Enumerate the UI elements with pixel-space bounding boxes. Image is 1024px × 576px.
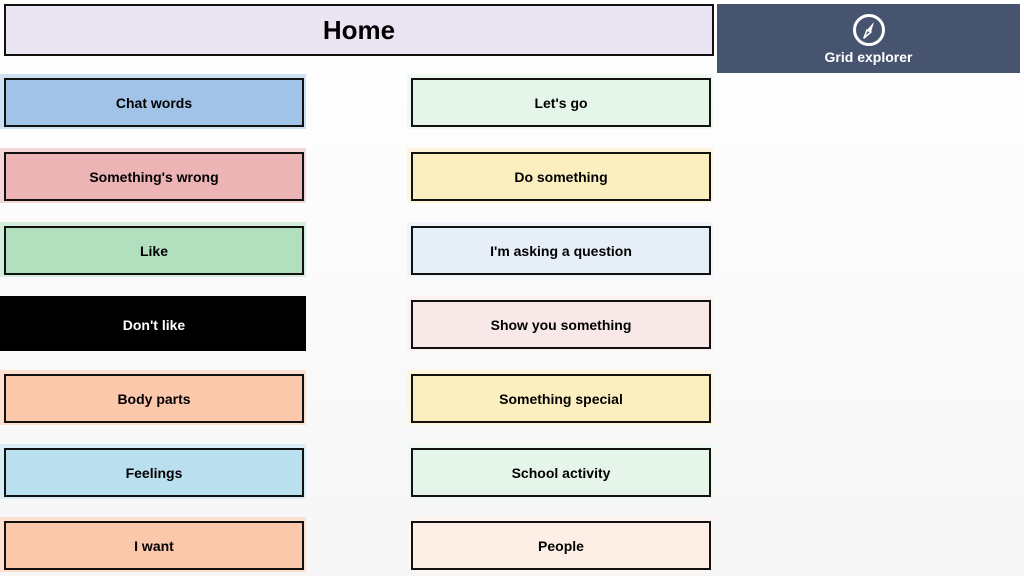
page-title: Home [322, 14, 396, 45]
tile-i-want-button[interactable]: I want [4, 521, 304, 570]
tile-chat-words-button[interactable]: Chat words [4, 78, 304, 127]
page-title-bar: Home [4, 4, 714, 56]
tile-body-parts-button[interactable]: Body parts [4, 374, 304, 423]
tile-let-s-go-button[interactable]: Let's go [411, 78, 711, 127]
compass-icon [852, 13, 885, 46]
tile-label: I want [134, 537, 174, 554]
tile-don-t-like-button[interactable]: Don't like [4, 300, 304, 349]
tile-people-button[interactable]: People [411, 521, 711, 570]
tile-feelings-button[interactable]: Feelings [4, 448, 304, 497]
tile-label: Don't like [122, 316, 186, 333]
tile-label: Do something [514, 168, 608, 185]
tile-label: Something's wrong [89, 168, 219, 185]
tile-label: Let's go [534, 94, 588, 111]
tile-label: Show you something [490, 316, 632, 333]
tile-school-activity-button[interactable]: School activity [411, 448, 711, 497]
tile-label: Like [139, 242, 168, 259]
tile-show-you-something-button[interactable]: Show you something [411, 300, 711, 349]
tile-do-something-button[interactable]: Do something [411, 152, 711, 201]
grid-explorer-label: Grid explorer [824, 48, 913, 65]
tile-label: Something special [499, 390, 623, 407]
tile-i-m-asking-a-question-button[interactable]: I'm asking a question [411, 226, 711, 275]
grid-explorer-button[interactable]: Grid explorer [717, 4, 1020, 73]
tile-label: Body parts [117, 390, 191, 407]
tile-something-special-button[interactable]: Something special [411, 374, 711, 423]
tile-label: I'm asking a question [490, 242, 632, 259]
tile-like-button[interactable]: Like [4, 226, 304, 275]
tile-label: Feelings [125, 464, 183, 481]
tile-label: School activity [511, 464, 611, 481]
tile-label: Chat words [115, 94, 193, 111]
tile-label: People [538, 537, 584, 554]
tile-something-s-wrong-button[interactable]: Something's wrong [4, 152, 304, 201]
